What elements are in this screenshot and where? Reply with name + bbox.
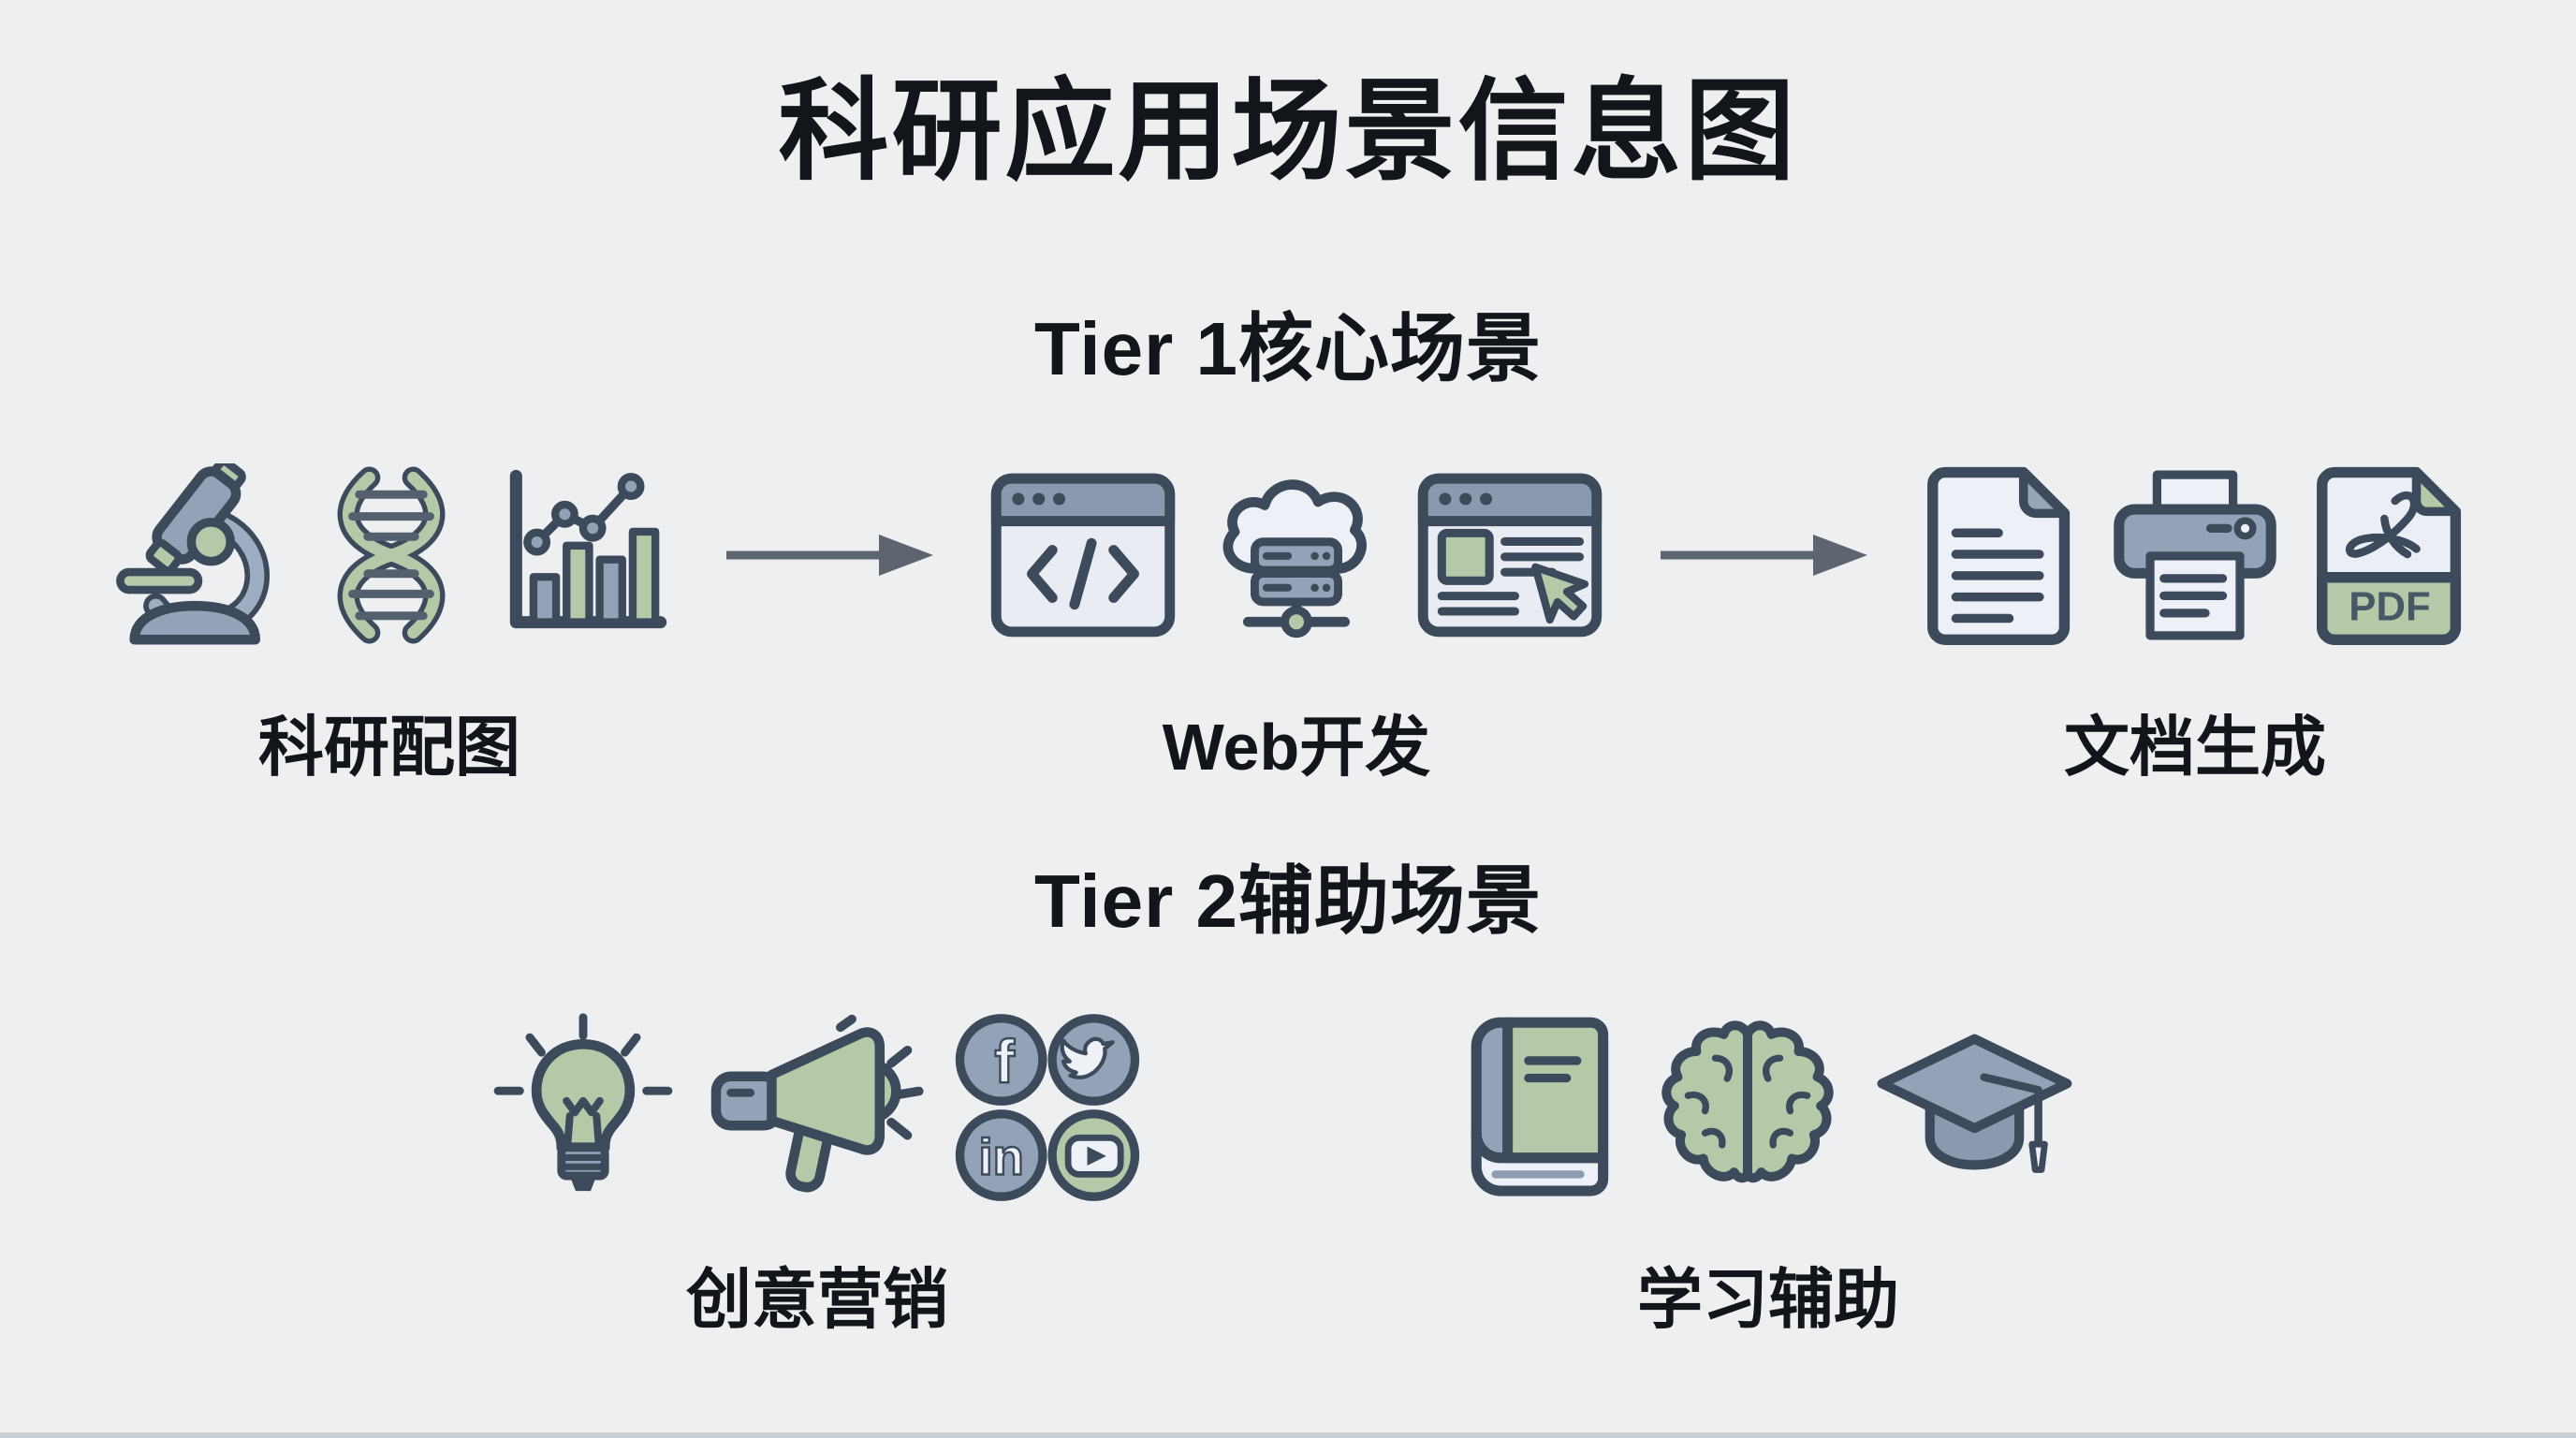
pdf-file-icon: PDF (2317, 466, 2462, 645)
facebook-icon (955, 1014, 1047, 1106)
arrow-right-icon (726, 535, 933, 576)
group-label-research-figures: 科研配图 (258, 711, 520, 784)
group-research-figures: 科研配图 (110, 455, 669, 789)
bar-chart-icon (509, 469, 667, 629)
group-web-dev: Web开发 (989, 455, 1603, 789)
cloud-server-icon (1222, 479, 1367, 638)
group-label-doc-generation: 文档生成 (2064, 711, 2326, 784)
tier1-row: 科研配图 (0, 455, 2576, 789)
group-label-web-dev: Web开发 (1162, 711, 1431, 784)
megaphone-icon (710, 1014, 924, 1193)
group-label-creative-marketing: 创意营销 (686, 1263, 948, 1336)
tier2-row: f in 创意营销 (0, 1007, 2576, 1342)
doc-generation-icons: PDF (1924, 455, 2466, 655)
book-icon (1471, 1017, 1609, 1196)
code-window-icon (990, 473, 1176, 638)
lightbulb-icon (493, 1013, 673, 1192)
webpage-icon (1417, 473, 1603, 638)
group-learning-support: 学习辅助 (1452, 1007, 2085, 1342)
microscope-icon (116, 463, 271, 645)
tier2-heading: Tier 2辅助场景 (1034, 859, 1542, 943)
pdf-label: PDF (2349, 583, 2430, 629)
twitter-bird-glyph (1060, 1036, 1115, 1079)
tier1-heading: Tier 1核心场景 (1034, 307, 1542, 390)
page-title: 科研应用场景信息图 (778, 70, 1798, 194)
brain-icon (1661, 1014, 1841, 1201)
document-icon (1927, 466, 2071, 645)
learning-support-icons (1452, 1007, 2085, 1208)
arrow-right-icon (1661, 535, 1867, 576)
printer-icon (2114, 470, 2276, 640)
youtube-play-triangle (1087, 1146, 1106, 1167)
group-label-learning-support: 学习辅助 (1637, 1263, 1899, 1336)
linkedin-in-glyph: in (979, 1128, 1024, 1185)
facebook-f-glyph: f (994, 1028, 1015, 1095)
web-dev-icons (989, 455, 1603, 655)
creative-marketing-icons: f in (491, 1007, 1143, 1208)
linkedin-icon (955, 1109, 1047, 1201)
dna-icon (337, 466, 446, 644)
research-figures-icons (110, 455, 669, 655)
group-doc-generation: PDF 文档生成 (1924, 455, 2466, 789)
graduation-cap-icon (1877, 1034, 2072, 1173)
group-creative-marketing: f in 创意营销 (491, 1007, 1143, 1342)
social-media-icons: f in (955, 1014, 1140, 1201)
